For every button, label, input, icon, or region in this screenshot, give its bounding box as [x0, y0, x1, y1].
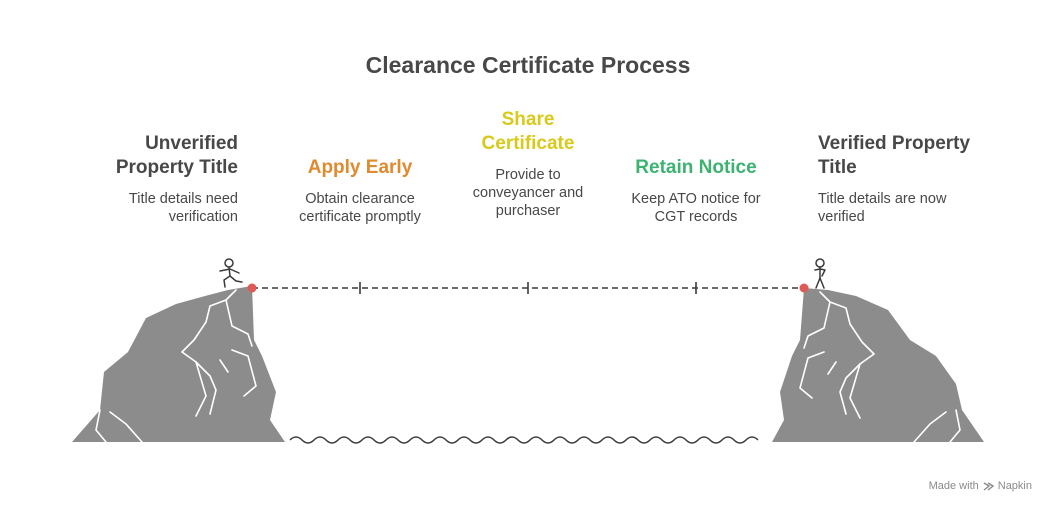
standing-person-icon [814, 258, 826, 289]
footer-credit: Made with Napkin [929, 480, 1032, 492]
step-description: Title details are now verified [818, 191, 947, 225]
step-title: Verified Property Title [818, 133, 971, 178]
napkin-brand: Napkin [997, 480, 1032, 492]
step-description: Provide to conveyancer and purchaser [472, 167, 584, 219]
step-title: Apply Early [307, 157, 413, 178]
water-waves-icon [289, 436, 759, 444]
made-with-label: Made with [928, 480, 979, 492]
step-title: Retain Notice [635, 157, 757, 178]
walking-person-icon [219, 258, 243, 288]
start-marker-icon [247, 283, 257, 293]
step-title: Share Certificate [481, 109, 575, 154]
milestone-ticks [359, 282, 697, 294]
diagram-title: Clearance Certificate Process [365, 52, 691, 78]
step-description: Keep ATO notice for CGT records [631, 191, 761, 225]
step-verified-title: Verified Property Title Title details ar… [818, 132, 1018, 226]
step-description: Obtain clearance certificate promptly [299, 191, 421, 225]
step-title: Unverified Property Title [115, 133, 238, 178]
napkin-logo-icon [983, 481, 994, 491]
step-retain-notice: Retain Notice Keep ATO notice for CGT re… [606, 156, 786, 226]
step-description: Title details need verification [128, 191, 238, 225]
end-marker-icon [799, 283, 809, 293]
step-share-certificate: Share Certificate Provide to conveyancer… [438, 108, 618, 220]
left-cliff-icon [72, 286, 285, 443]
right-cliff-icon [772, 288, 984, 443]
step-apply-early: Apply Early Obtain clearance certificate… [270, 156, 450, 226]
step-unverified-title: Unverified Property Title Title details … [70, 132, 238, 226]
